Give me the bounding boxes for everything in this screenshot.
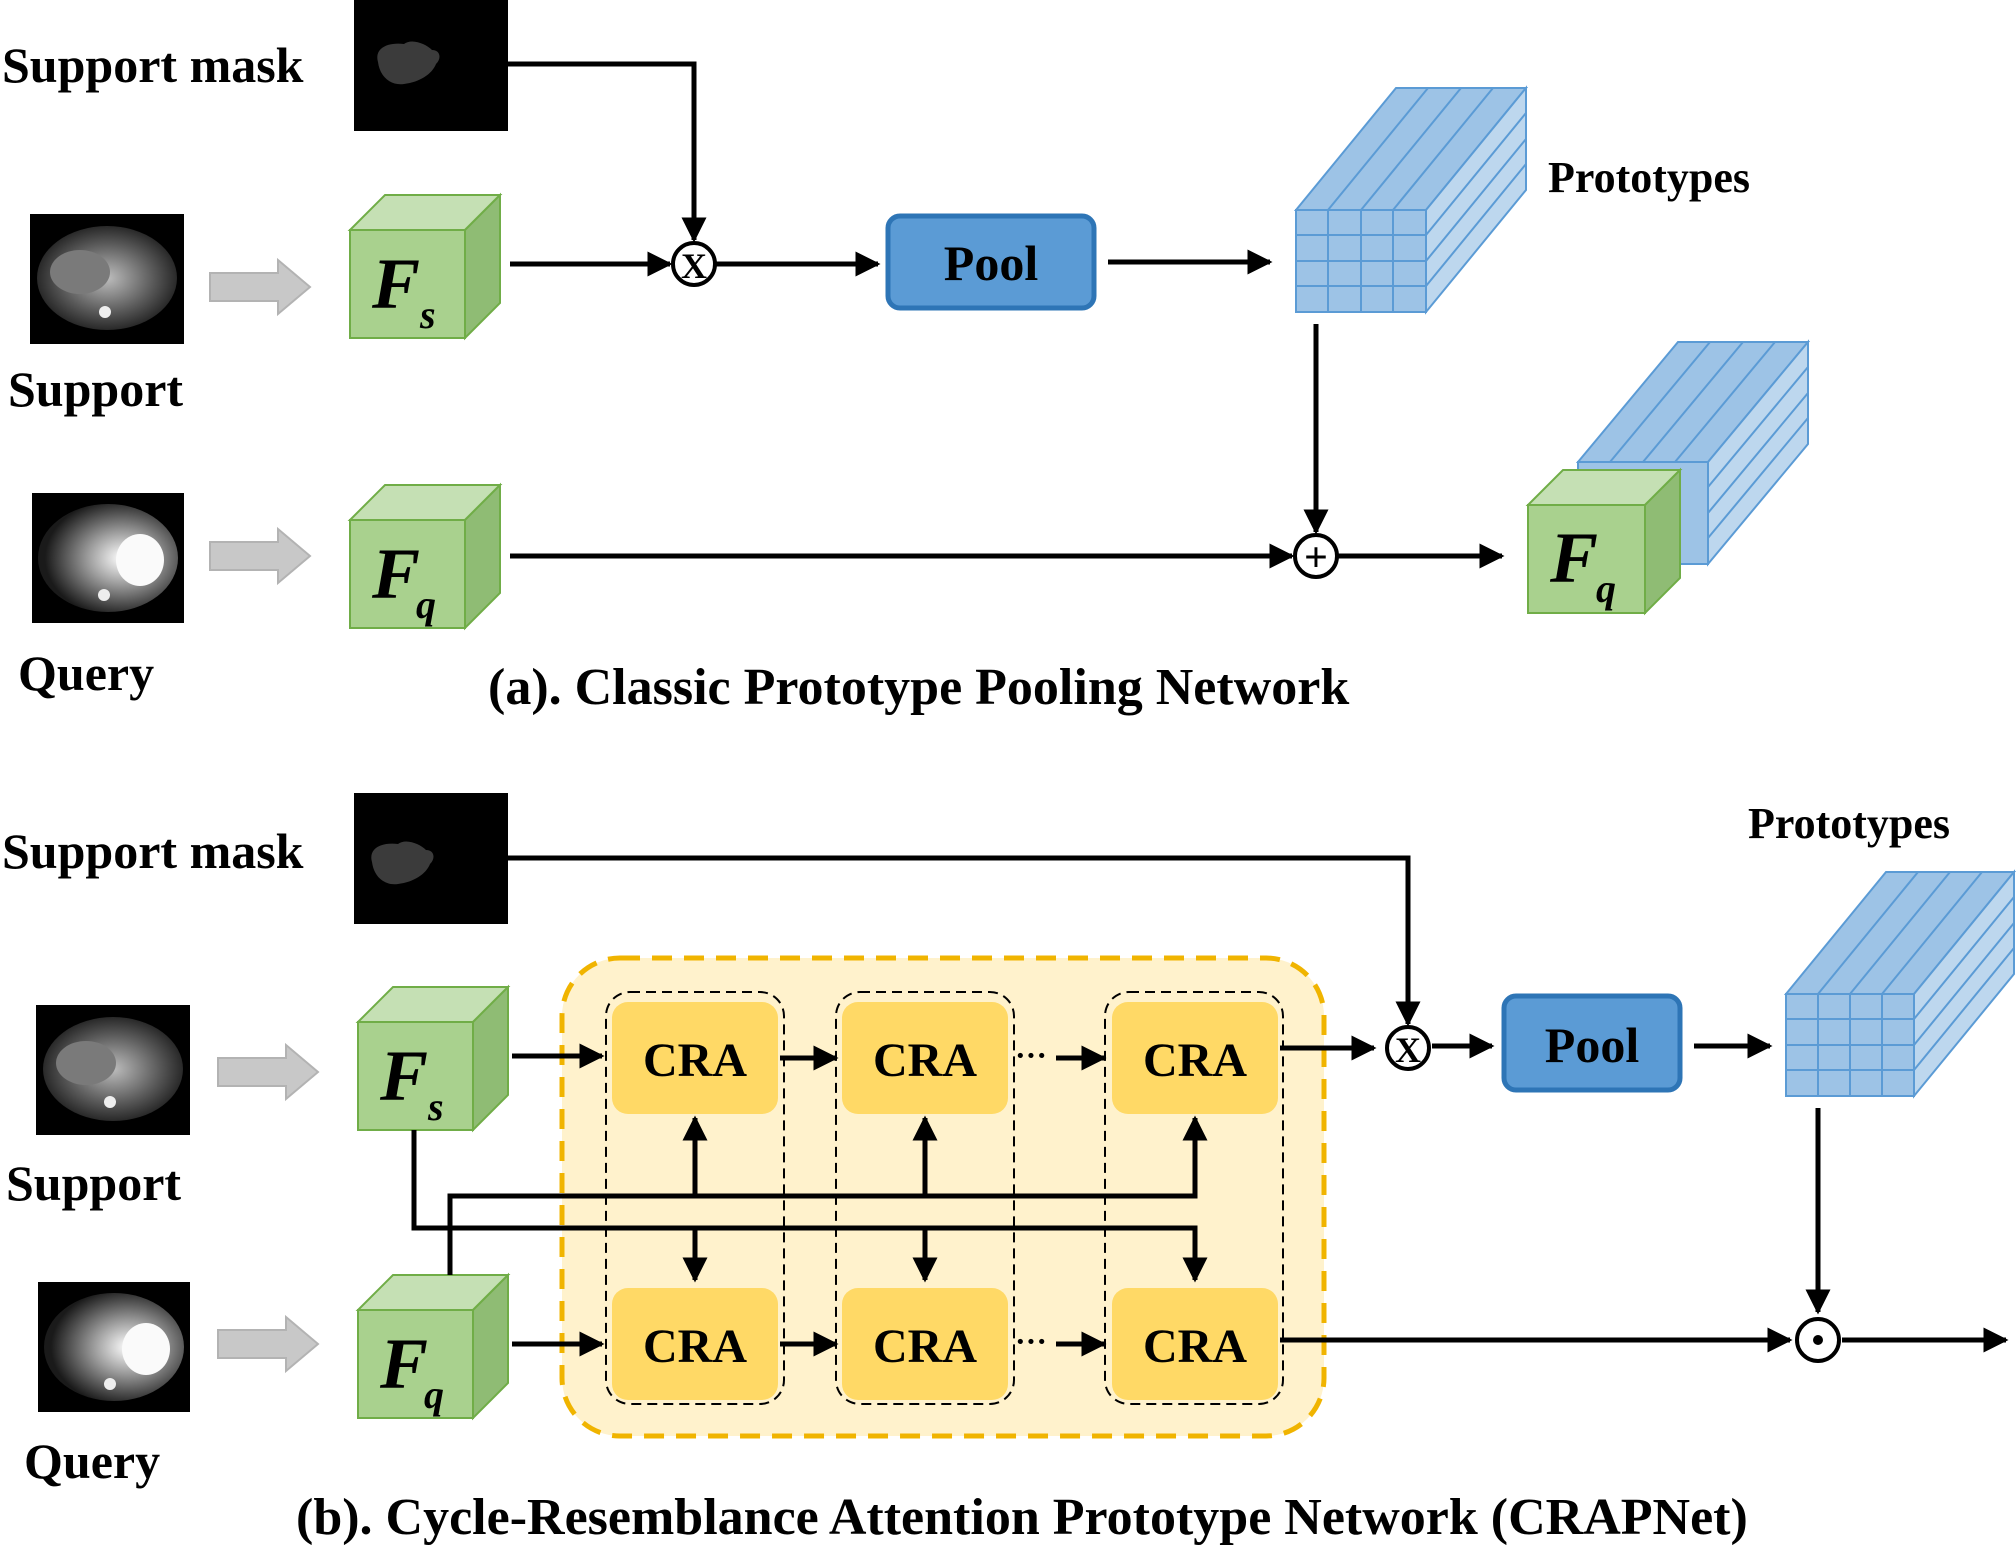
caption-b: (b). Cycle-Resemblance Attention Prototy… <box>296 1489 1748 1546</box>
svg-text:CRA: CRA <box>643 1034 747 1087</box>
query-mri-image-a <box>32 493 184 623</box>
support-mask-label-b: Support mask <box>2 823 304 879</box>
svg-text:X: X <box>681 246 707 286</box>
dot-operator-b <box>1795 1317 1841 1363</box>
arrow-mask-to-multiply-b <box>508 855 1421 1027</box>
fs-cube-b: F s <box>355 984 511 1133</box>
gray-arrow-query-a <box>209 526 312 586</box>
fs-subscript-b: s <box>427 1084 444 1129</box>
fs-cube-a: F s <box>347 192 503 341</box>
fq-cube-b: F q <box>355 1272 511 1421</box>
fq-label-a: F <box>371 534 420 614</box>
add-operator-a: + <box>1293 533 1339 581</box>
fs-label-b: F <box>379 1036 428 1116</box>
svg-text:CRA: CRA <box>643 1320 747 1373</box>
fq-subscript-b: q <box>424 1372 444 1417</box>
svg-text:CRA: CRA <box>873 1320 977 1373</box>
pool-label-b: Pool <box>1545 1017 1640 1073</box>
fq-cube-a: F q <box>347 482 503 631</box>
prototypes-label-a: Prototypes <box>1548 153 1750 202</box>
fs-label-a: F <box>371 244 420 324</box>
prototypes-block-a <box>1293 85 1529 315</box>
support-label-a: Support <box>8 361 183 417</box>
ellipsis-top: ··· <box>1015 1037 1047 1073</box>
panel-a: Support mask Support Query <box>2 0 1811 716</box>
fq-label-b: F <box>379 1324 428 1404</box>
panel-b: Support mask Support Query <box>2 793 2016 1546</box>
gray-arrow-query-b <box>217 1314 320 1374</box>
output-fq-subscript-a: q <box>1596 566 1616 611</box>
pool-label-a: Pool <box>944 235 1039 291</box>
query-mri-image-b <box>38 1282 190 1412</box>
cra-top-1: CRA <box>612 1002 778 1114</box>
fq-subscript-a: q <box>416 582 436 627</box>
support-mri-image-a <box>30 214 184 344</box>
cra-bottom-3: CRA <box>1112 1288 1278 1400</box>
prototypes-block-b <box>1783 869 2016 1099</box>
pool-box-a: Pool <box>885 213 1097 311</box>
ellipsis-bottom: ··· <box>1015 1323 1047 1359</box>
support-mri-image-b <box>36 1005 190 1135</box>
query-label-b: Query <box>24 1433 160 1489</box>
support-mask-image-b <box>354 793 508 924</box>
svg-text:+: + <box>1304 535 1328 581</box>
cra-bottom-1: CRA <box>612 1288 778 1400</box>
gray-arrow-support-b <box>217 1042 320 1102</box>
gray-arrow-support-a <box>209 257 312 317</box>
svg-text:CRA: CRA <box>1143 1034 1247 1087</box>
output-fq-label-a: F <box>1549 518 1598 598</box>
cra-bottom-2: CRA <box>842 1288 1008 1400</box>
svg-text:CRA: CRA <box>1143 1320 1247 1373</box>
cra-top-3: CRA <box>1112 1002 1278 1114</box>
svg-text:CRA: CRA <box>873 1034 977 1087</box>
support-label-b: Support <box>6 1155 181 1211</box>
prototypes-label-b: Prototypes <box>1748 799 1950 848</box>
arrow-mask-to-multiply-a <box>508 61 707 243</box>
cra-top-2: CRA <box>842 1002 1008 1114</box>
multiply-operator-a: X <box>671 241 717 287</box>
support-mask-image-a <box>354 0 508 131</box>
cross-connections <box>411 1115 1208 1283</box>
pool-box-b: Pool <box>1501 993 1683 1093</box>
output-fq-cube-a: F q <box>1525 467 1683 616</box>
query-label-a: Query <box>18 645 154 701</box>
caption-a: (a). Classic Prototype Pooling Network <box>488 659 1349 716</box>
support-mask-label-a: Support mask <box>2 37 304 93</box>
fs-subscript-a: s <box>419 292 436 337</box>
svg-text:X: X <box>1395 1030 1421 1070</box>
multiply-operator-b: X <box>1385 1025 1431 1071</box>
